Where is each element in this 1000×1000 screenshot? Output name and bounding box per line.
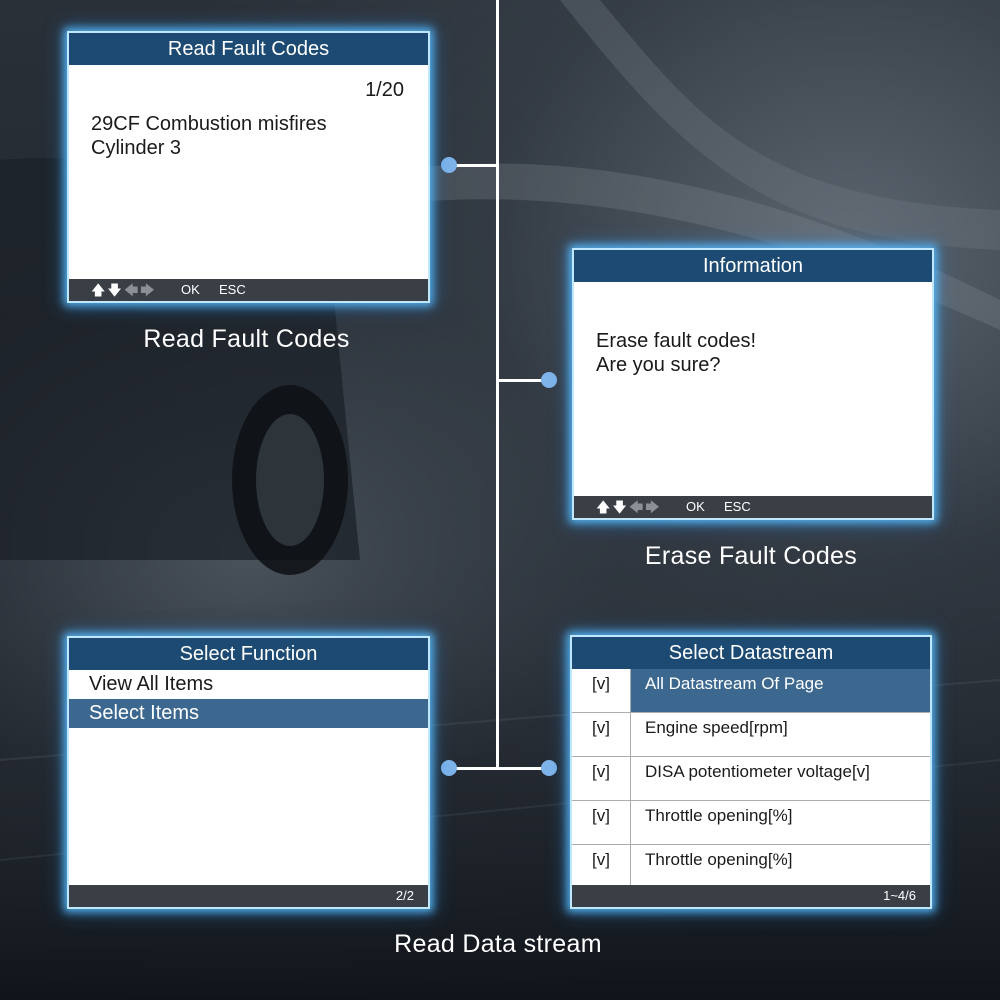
arrow-down-icon: 🡇 xyxy=(612,499,629,515)
connector-vertical-line xyxy=(496,0,499,770)
fault-code-line: 29CF Combustion misfires xyxy=(91,113,327,135)
table-row[interactable]: [v] Throttle opening[%] xyxy=(572,801,930,845)
row-checkbox[interactable]: [v] xyxy=(592,806,610,825)
erase-prompt-line: Erase fault codes! xyxy=(596,330,757,352)
screen-title: Select Function xyxy=(69,638,428,670)
read-fault-codes-screen: Read Fault Codes 1/20 29CF Combustion mi… xyxy=(67,31,430,303)
screen-title: Read Fault Codes xyxy=(69,33,428,65)
arrow-left-icon: 🡄 xyxy=(628,499,646,515)
connector-line-mid-right xyxy=(498,379,550,382)
screen-body: 1/20 29CF Combustion misfires Cylinder 3 xyxy=(69,65,428,279)
read-fault-codes-caption: Read Fault Codes xyxy=(143,325,350,353)
page-indicator: 2/2 xyxy=(395,888,414,903)
esc-key-label: ESC xyxy=(724,499,751,514)
row-checkbox[interactable]: [v] xyxy=(592,762,610,781)
erase-fault-codes-caption: Erase Fault Codes xyxy=(644,542,858,570)
page-indicator: 1~4/6 xyxy=(883,888,916,903)
information-screen: Information Erase fault codes! Are you s… xyxy=(572,248,934,520)
table-row[interactable]: [v] DISA potentiometer voltage[v] xyxy=(572,757,930,801)
table-row[interactable]: [v] All Datastream Of Page xyxy=(572,669,930,713)
row-label: DISA potentiometer voltage[v] xyxy=(630,757,930,800)
ok-key-label: OK xyxy=(686,499,705,514)
esc-key-label: ESC xyxy=(219,282,246,297)
arrow-up-icon: 🡅 xyxy=(596,499,613,515)
row-label: Throttle opening[%] xyxy=(630,845,930,888)
connector-line-bottom xyxy=(450,767,550,770)
arrow-down-icon: 🡇 xyxy=(107,282,124,298)
connector-dot xyxy=(441,157,457,173)
screen-title: Select Datastream xyxy=(572,637,930,669)
table-row[interactable]: [v] Throttle opening[%] xyxy=(572,845,930,888)
row-label: Throttle opening[%] xyxy=(630,801,930,844)
fault-description-line: Cylinder 3 xyxy=(91,137,182,159)
list-item-select-items[interactable]: Select Items xyxy=(69,699,428,728)
arrow-left-icon: 🡄 xyxy=(123,282,141,298)
screen-footer: 🡅🡇🡄🡆 OK ESC xyxy=(69,279,428,301)
table-row[interactable]: [v] Engine speed[rpm] xyxy=(572,713,930,757)
confirm-question-line: Are you sure? xyxy=(596,354,721,376)
screen-body: Erase fault codes! Are you sure? xyxy=(574,282,932,496)
screen-body: [v] All Datastream Of Page [v] Engine sp… xyxy=(572,669,930,888)
row-checkbox[interactable]: [v] xyxy=(592,718,610,737)
screen-footer: 1~4/6 xyxy=(572,885,930,907)
ok-key-label: OK xyxy=(181,282,200,297)
connector-line-top-left xyxy=(450,164,498,167)
row-label: Engine speed[rpm] xyxy=(630,713,930,756)
connector-dot xyxy=(541,372,557,388)
connector-dot xyxy=(441,760,457,776)
nav-keys: 🡅🡇🡄🡆 xyxy=(596,496,662,518)
row-checkbox[interactable]: [v] xyxy=(592,674,610,693)
function-list: View All Items Select Items xyxy=(69,670,428,728)
select-datastream-screen: Select Datastream [v] All Datastream Of … xyxy=(570,635,932,909)
row-checkbox[interactable]: [v] xyxy=(592,850,610,869)
nav-keys: 🡅🡇🡄🡆 xyxy=(91,279,157,301)
arrow-up-icon: 🡅 xyxy=(91,282,108,298)
arrow-right-icon: 🡆 xyxy=(140,282,157,298)
list-item-view-all-items[interactable]: View All Items xyxy=(89,673,214,695)
select-function-screen: Select Function View All Items Select It… xyxy=(67,636,430,909)
arrow-right-icon: 🡆 xyxy=(645,499,662,515)
screen-footer: 2/2 xyxy=(69,885,428,907)
fault-counter: 1/20 xyxy=(365,79,404,101)
row-label: All Datastream Of Page xyxy=(630,669,930,712)
screen-body: View All Items Select Items xyxy=(69,670,428,885)
screen-footer: 🡅🡇🡄🡆 OK ESC xyxy=(574,496,932,518)
read-data-stream-caption: Read Data stream xyxy=(394,930,602,958)
connector-dot xyxy=(541,760,557,776)
screen-title: Information xyxy=(574,250,932,282)
